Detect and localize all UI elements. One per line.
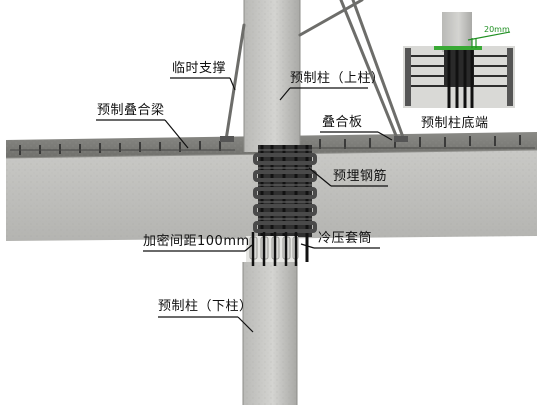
precast-column-lower [242, 262, 298, 405]
label-precast-column-lower: 预制柱（下柱） [158, 299, 253, 314]
label-precast-composite-beam: 预制叠合梁 [97, 103, 165, 118]
cold-press-sleeves [246, 232, 299, 266]
label-embedded-rebar: 预埋钢筋 [333, 169, 388, 184]
inset-dimension-marker [467, 31, 511, 48]
label-column-bottom-end: 预制柱底端 [421, 116, 489, 131]
label-temporary-support: 临时支撑 [172, 61, 227, 76]
label-composite-slab: 叠合板 [322, 115, 363, 130]
leader-lines [96, 77, 393, 333]
inset-column-bottom-detail [403, 12, 515, 108]
precast-column-upper [243, 0, 301, 152]
slab-rebar-loops [10, 135, 535, 155]
support-base-plates [220, 136, 408, 142]
label-precast-column-upper: 预制柱（上柱） [290, 71, 385, 86]
label-densified-spacing: 加密间距100mm [143, 234, 250, 249]
inset-dimension-text: 20mm [484, 25, 510, 34]
label-cold-press-sleeve: 冷压套筒 [318, 231, 373, 246]
joint-rebar-cage [253, 145, 317, 262]
temporary-support-braces [224, 0, 406, 142]
